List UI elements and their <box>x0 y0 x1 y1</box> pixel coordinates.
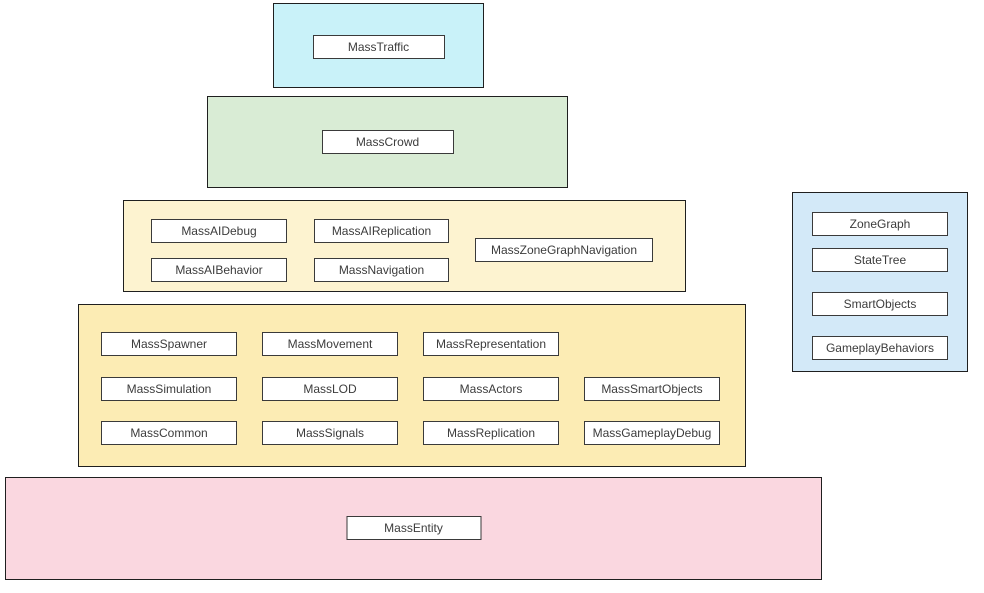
crowd-layer: MassCrowd <box>207 96 568 188</box>
supporting-systems-panel: ZoneGraph StateTree SmartObjects Gamepla… <box>792 192 968 372</box>
ai-layer: MassAIDebug MassAIReplication MassZoneGr… <box>123 200 686 292</box>
runtime-layer: MassSpawner MassMovement MassRepresentat… <box>78 304 746 467</box>
node-smartobjects: SmartObjects <box>812 292 948 316</box>
node-mass-actors: MassActors <box>423 377 559 401</box>
node-mass-navigation: MassNavigation <box>314 258 449 282</box>
node-mass-representation: MassRepresentation <box>423 332 559 356</box>
node-gameplay-behaviors: GameplayBehaviors <box>812 336 948 360</box>
node-mass-movement: MassMovement <box>262 332 398 356</box>
node-mass-common: MassCommon <box>101 421 237 445</box>
node-statetree: StateTree <box>812 248 948 272</box>
node-mass-zonegraph-navigation: MassZoneGraphNavigation <box>475 238 653 262</box>
node-mass-lod: MassLOD <box>262 377 398 401</box>
node-mass-spawner: MassSpawner <box>101 332 237 356</box>
traffic-layer: MassTraffic <box>273 3 484 88</box>
node-mass-traffic: MassTraffic <box>312 35 445 59</box>
node-mass-signals: MassSignals <box>262 421 398 445</box>
node-mass-entity: MassEntity <box>346 516 481 540</box>
node-mass-ai-debug: MassAIDebug <box>151 219 287 243</box>
node-mass-ai-behavior: MassAIBehavior <box>151 258 287 282</box>
entity-layer: MassEntity <box>5 477 822 580</box>
node-mass-replication: MassReplication <box>423 421 559 445</box>
node-mass-smartobjects: MassSmartObjects <box>584 377 720 401</box>
node-mass-gameplay-debug: MassGameplayDebug <box>584 421 720 445</box>
node-zonegraph: ZoneGraph <box>812 212 948 236</box>
node-mass-crowd: MassCrowd <box>321 130 454 154</box>
node-mass-simulation: MassSimulation <box>101 377 237 401</box>
node-mass-ai-replication: MassAIReplication <box>314 219 449 243</box>
